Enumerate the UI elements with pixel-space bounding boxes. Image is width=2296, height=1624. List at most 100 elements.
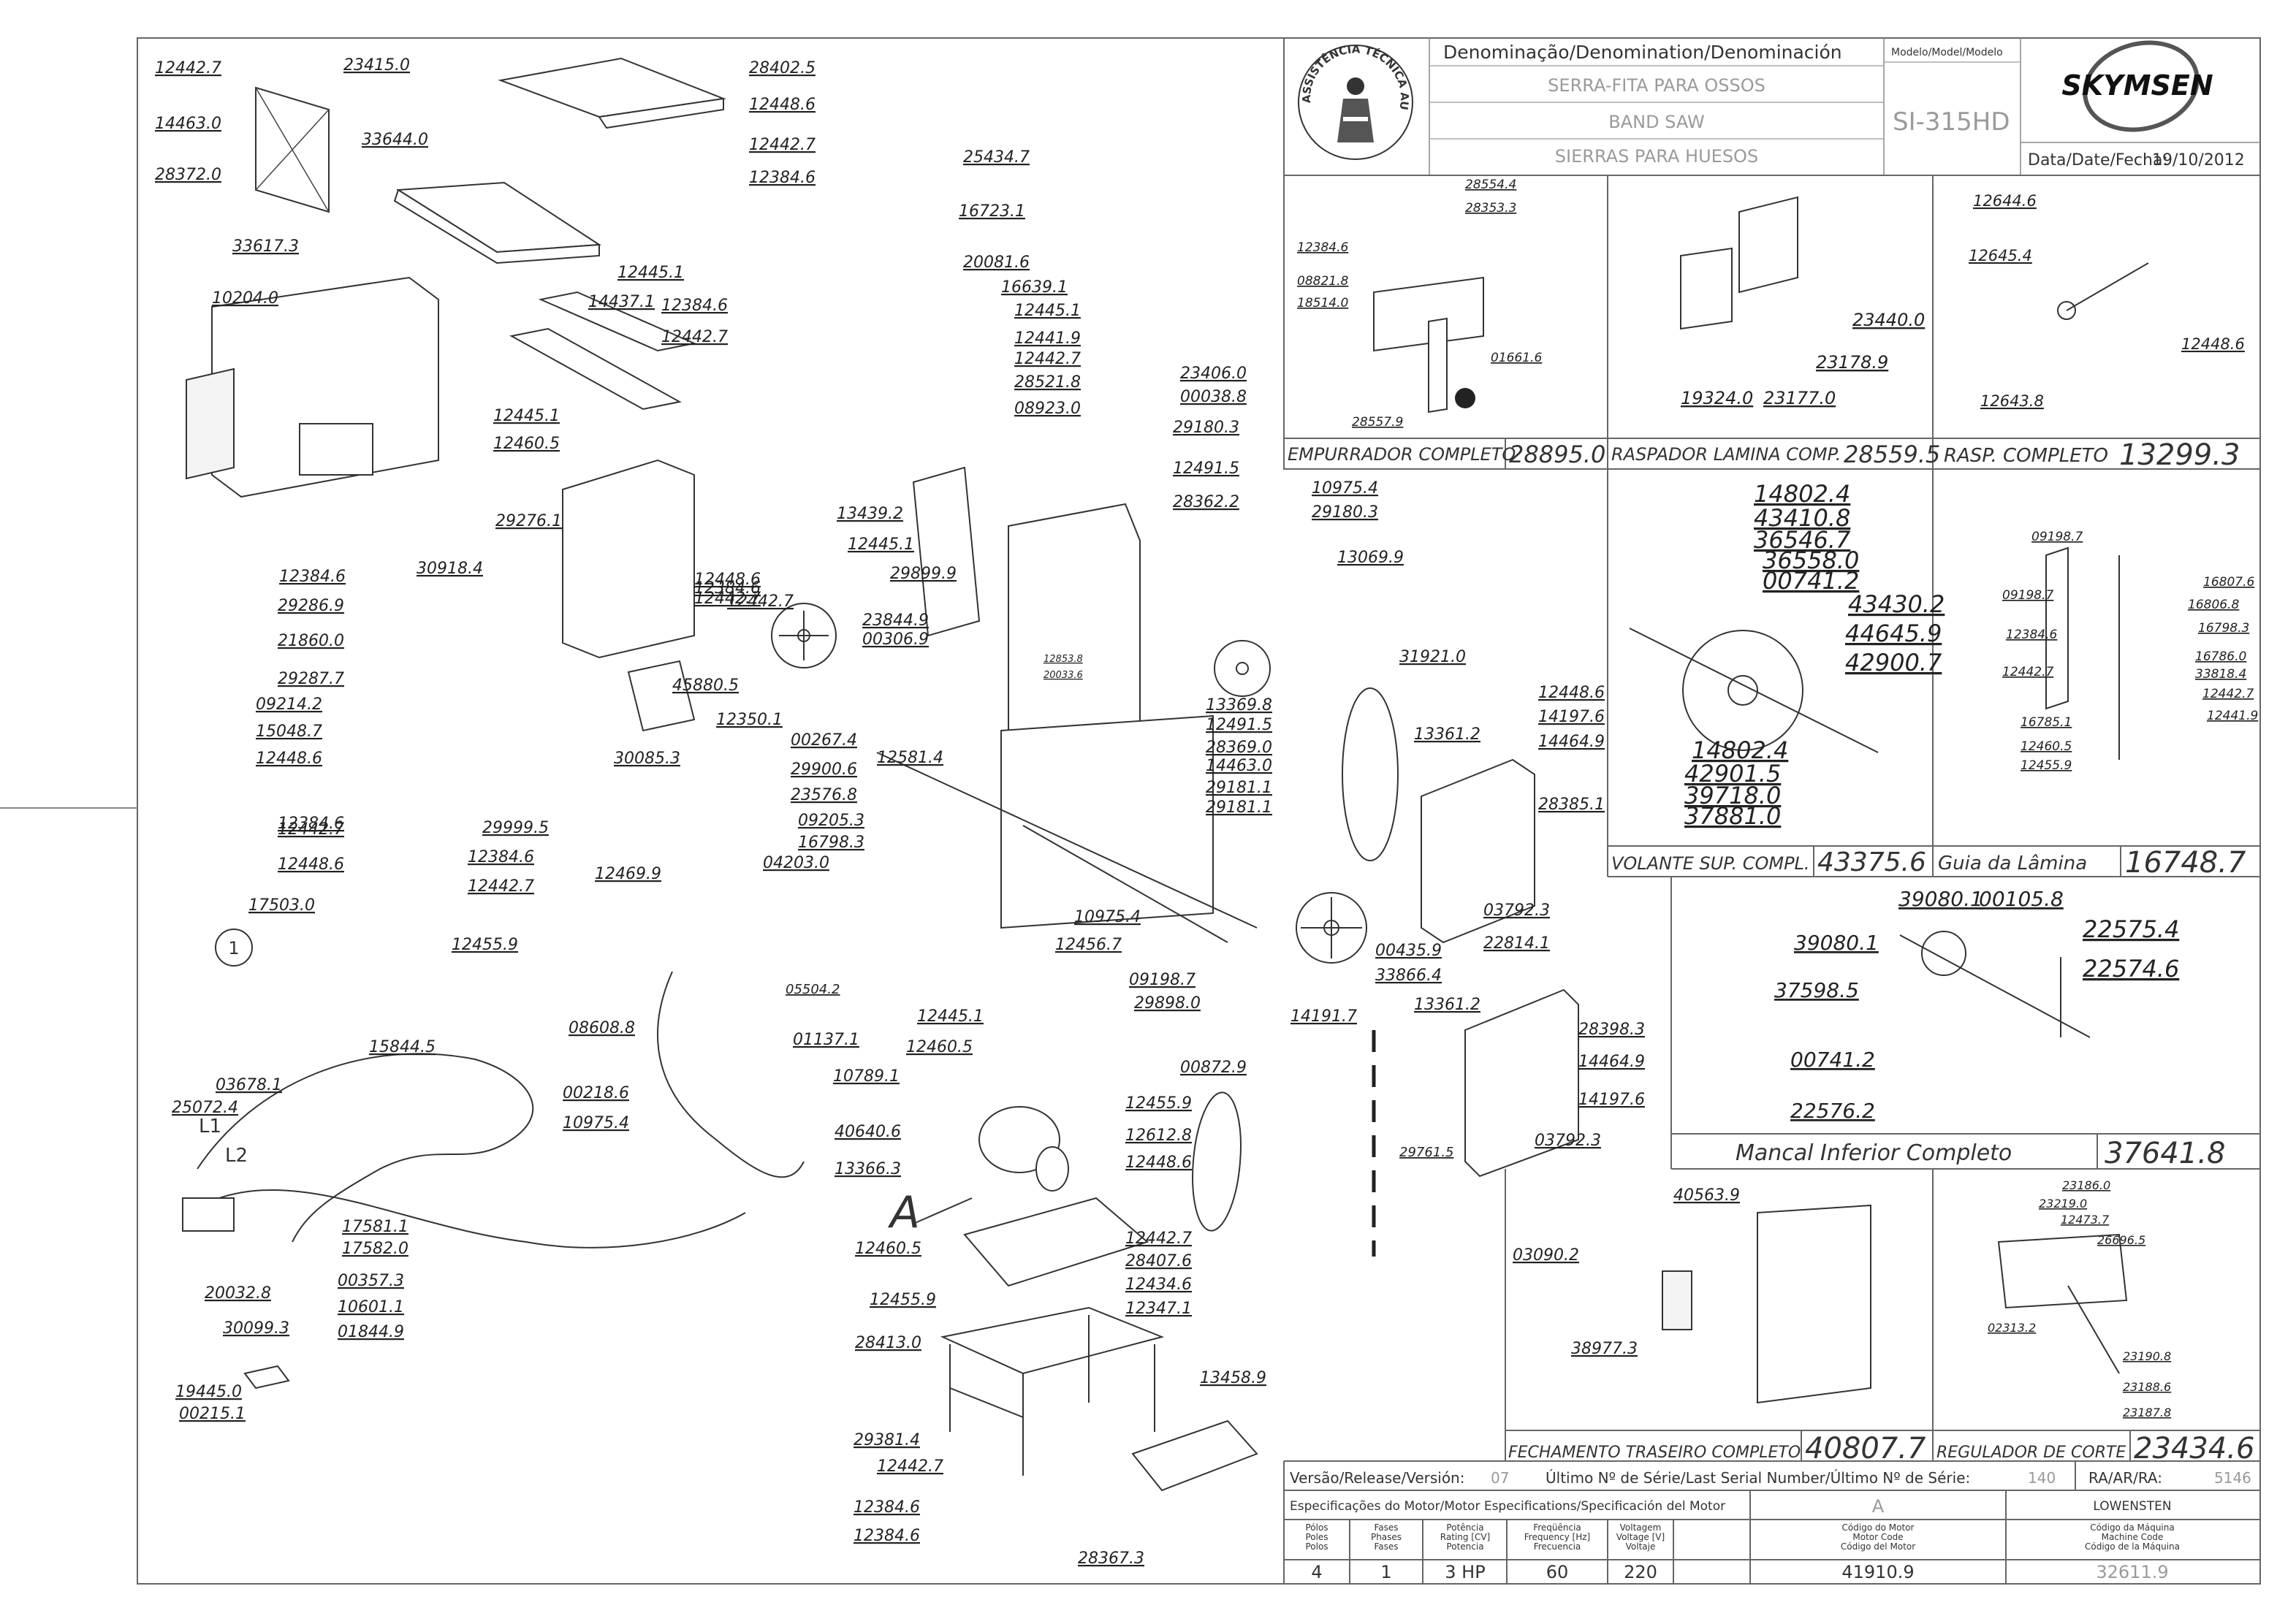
main-callout: 29899.9 <box>890 565 957 583</box>
ra-label: RA/AR/RA: <box>2088 1469 2162 1487</box>
main-callout: 28402.5 <box>749 59 816 77</box>
main-callout: 12448.6 <box>749 96 816 114</box>
fechamento-callout: 03090.2 <box>1513 1246 1579 1265</box>
guia-callout: 33818.4 <box>2195 667 2246 682</box>
volante-title: VOLANTE SUP. COMPL. <box>1611 853 1810 874</box>
main-callout: 09214.2 <box>256 695 322 714</box>
main-callout: 12460.5 <box>493 435 560 453</box>
main-callout: 00306.9 <box>862 630 929 649</box>
name-en: BAND SAW <box>1608 112 1704 132</box>
main-callout: 29180.3 <box>1312 503 1378 522</box>
fechamento-callout: 38977.3 <box>1571 1340 1638 1358</box>
guia-callout: 16798.3 <box>2198 621 2249 636</box>
motor-col-value: 3 HP <box>1445 1562 1485 1582</box>
volante-callout: 42901.5 <box>1684 760 1781 788</box>
main-callout: 12442.7 <box>727 592 794 611</box>
main-callout: 13369.8 <box>1206 696 1272 714</box>
motor-col-value: 4 <box>1311 1562 1322 1582</box>
main-callout: 10975.4 <box>1312 479 1378 498</box>
main-callout: 12445.1 <box>917 1007 984 1026</box>
main-callout: 33644.0 <box>362 131 428 149</box>
main-callout: 29181.1 <box>1206 798 1272 817</box>
main-callout: 12448.6 <box>256 750 322 768</box>
regulador-callout: 26696.5 <box>2097 1233 2145 1247</box>
main-callout: 12442.7 <box>468 877 534 896</box>
mancal-callout: 22575.4 <box>2083 915 2179 943</box>
main-callout: 29276.1 <box>495 512 562 530</box>
model-number: SI-315HD <box>1893 107 2010 137</box>
empurrador-callout: 28353.3 <box>1465 201 1516 216</box>
guia-callout: 12384.6 <box>2006 628 2057 642</box>
main-callout: 17582.0 <box>342 1240 408 1258</box>
release-value: 07 <box>1491 1469 1509 1487</box>
detail-panels-frame <box>1283 175 2261 1584</box>
empurrador-callout: 01661.6 <box>1491 351 1542 365</box>
mancal-code: 37641.8 <box>2105 1137 2225 1170</box>
main-callout: 15844.5 <box>369 1038 436 1056</box>
motor-col-header: Freqüência <box>1533 1522 1581 1533</box>
volante-callout: 36558.0 <box>1763 546 1859 574</box>
motor-col-header: Frequency [Hz] <box>1524 1532 1591 1542</box>
guia-callout: 12441.9 <box>2207 709 2258 723</box>
main-callout: 00435.9 <box>1375 942 1442 960</box>
main-callout: 28521.8 <box>1014 373 1081 392</box>
main-callout: 00872.9 <box>1180 1059 1247 1077</box>
main-callout: 12442.7 <box>877 1457 943 1476</box>
main-callout: 10204.0 <box>212 289 278 308</box>
main-callout: 23415.0 <box>343 56 410 75</box>
motor-col-header: Código da Máquina <box>2090 1522 2174 1533</box>
main-callout: 25434.7 <box>963 148 1030 167</box>
rasp-callout: 12645.4 <box>1969 247 2032 264</box>
main-callout: 20081.6 <box>963 253 1030 272</box>
regulador-callout: 12473.7 <box>2061 1213 2110 1227</box>
guia-callout: 16786.0 <box>2195 649 2246 664</box>
wire-label-l1: L1 <box>199 1116 221 1137</box>
main-callout: 12441.9 <box>1014 329 1081 348</box>
main-callout: 12491.5 <box>1173 460 1239 478</box>
title-block: ASSISTÊNCIA TÉCNICA AUTORIZADA Denominaç… <box>0 0 2260 176</box>
main-callout: 33617.3 <box>232 237 299 256</box>
fechamento-callout: 40563.9 <box>1673 1186 1740 1205</box>
drawing-border <box>137 37 2261 1585</box>
main-callout: 12491.5 <box>1206 716 1272 734</box>
main-callout: 12384.6 <box>749 169 816 187</box>
volante-callout: 44645.9 <box>1845 620 1942 647</box>
serial-value: 140 <box>2028 1469 2056 1487</box>
skymsen-logo: SKYMSEN <box>2061 40 2213 132</box>
volante-code: 43375.6 <box>1817 847 1926 877</box>
main-callout: 28407.6 <box>1125 1252 1192 1270</box>
raspador-callout: 23440.0 <box>1852 310 1925 330</box>
main-callout: 12448.6 <box>694 571 761 589</box>
main-callout: 21860.0 <box>278 632 344 650</box>
main-callout: 10975.4 <box>1074 908 1141 926</box>
main-callout: 13458.9 <box>1200 1369 1266 1387</box>
mancal-title: Mancal Inferior Completo <box>1736 1140 2012 1166</box>
main-callout: 22814.1 <box>1483 934 1550 953</box>
raspador-callout: 23177.0 <box>1763 388 1836 408</box>
name-es: SIERRAS PARA HUESOS <box>1555 146 1758 167</box>
empurrador-callout: 08821.8 <box>1297 274 1348 289</box>
main-callout: 00267.4 <box>791 731 857 750</box>
guia-callout: 12455.9 <box>2021 758 2072 773</box>
main-callout: 12448.6 <box>1538 684 1605 702</box>
regulador-code: 23434.6 <box>2134 1432 2254 1465</box>
main-callout: 14197.6 <box>1578 1091 1645 1109</box>
main-callout: 12455.9 <box>1125 1094 1192 1113</box>
main-callout: 12581.4 <box>877 749 943 767</box>
guia-callout: 16806.8 <box>2188 598 2239 612</box>
main-callout: 29381.4 <box>854 1431 920 1449</box>
main-callout: 12384.6 <box>279 568 346 586</box>
main-callout: 16723.1 <box>959 202 1025 221</box>
main-callout: 00357.3 <box>338 1272 404 1290</box>
motor-col-header: Machine Code <box>2102 1532 2164 1542</box>
main-callout: 12347.1 <box>1125 1300 1192 1318</box>
subassembly-titles: EMPURRADOR COMPLETO 28895.0 RASPADOR LAM… <box>1288 438 2254 1465</box>
main-callout: 12384.6 <box>854 1498 920 1517</box>
main-callout: 00218.6 <box>563 1084 629 1102</box>
motor-col-value: 220 <box>1624 1562 1657 1582</box>
motor-col-header: Código del Motor <box>1841 1541 1915 1552</box>
main-callout: 29898.0 <box>1134 994 1201 1013</box>
main-callout: 31921.0 <box>1399 648 1466 666</box>
mancal-callout: 39080.1 <box>1794 931 1879 955</box>
main-callout: 28413.0 <box>855 1334 921 1352</box>
